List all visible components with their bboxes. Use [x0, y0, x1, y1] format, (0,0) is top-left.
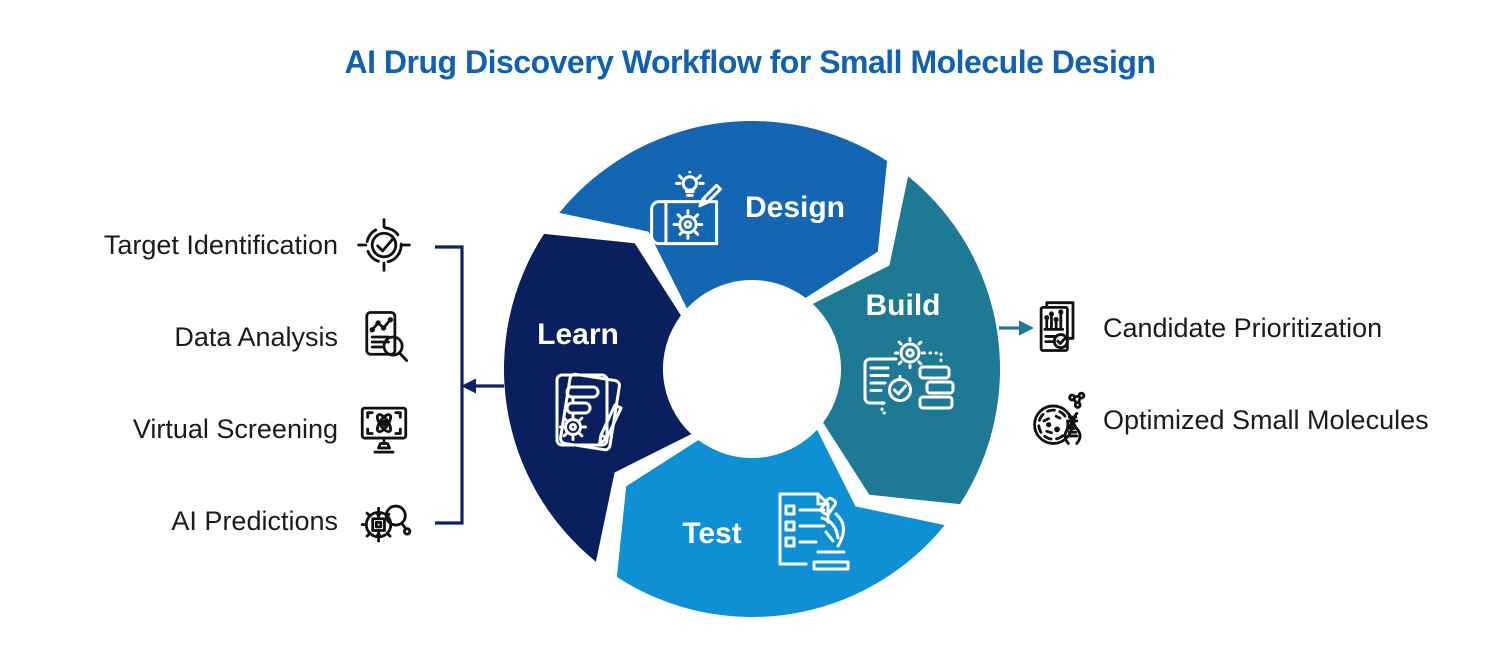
- left-item-label: AI Predictions: [171, 505, 338, 536]
- left-connector-bracket: [435, 245, 464, 525]
- list-item-ai-predictions: AI Predictions: [171, 490, 413, 552]
- target-checkmark-icon: [355, 216, 413, 274]
- blueprint-gear-bulb-pencil-icon: [640, 171, 732, 257]
- checklist-microscope-icon: [766, 486, 858, 586]
- segment-label-design: Design: [744, 191, 846, 224]
- left-item-label: Virtual Screening: [132, 413, 338, 444]
- right-panel: Candidate Prioritization Optimized Small…: [1028, 0, 1488, 659]
- left-item-label: Data Analysis: [174, 321, 338, 352]
- document-chart-magnifier-icon: [355, 308, 413, 366]
- report-bar-chart-check-icon: [1028, 298, 1088, 358]
- page-title: AI Drug Discovery Workflow for Small Mol…: [344, 44, 1156, 80]
- left-connector-arrowhead-icon: [461, 378, 476, 394]
- segment-label-build: Build: [865, 289, 941, 322]
- monitor-atom-icon: [355, 400, 413, 458]
- left-item-label: Target Identification: [103, 229, 338, 260]
- list-item-optimized-small-molecules: Optimized Small Molecules: [1028, 389, 1429, 451]
- gear-chip-magnifier-icon: [355, 492, 413, 550]
- list-item-virtual-screening: Virtual Screening: [133, 398, 413, 460]
- right-item-label: Candidate Prioritization: [1103, 312, 1383, 343]
- cycle-segment-build: [812, 176, 1001, 505]
- cycle-segment-design: [559, 120, 888, 309]
- segment-label-learn: Learn: [537, 318, 619, 351]
- list-item-target-identification: Target Identification: [104, 214, 413, 276]
- right-connector-arrowhead-icon: [1019, 320, 1034, 336]
- list-item-candidate-prioritization: Candidate Prioritization: [1028, 297, 1382, 359]
- cycle-segment-learn: [503, 233, 692, 562]
- document-gear-flow-icon: [858, 337, 958, 427]
- petri-dish-dna-molecule-icon: [1028, 390, 1088, 450]
- left-panel: Target Identification Data Analysis: [40, 0, 413, 659]
- list-item-data-analysis: Data Analysis: [174, 306, 413, 368]
- notes-gear-pencil-icon: [543, 365, 631, 461]
- segment-label-test: Test: [682, 517, 742, 550]
- right-item-label: Optimized Small Molecules: [1103, 404, 1429, 435]
